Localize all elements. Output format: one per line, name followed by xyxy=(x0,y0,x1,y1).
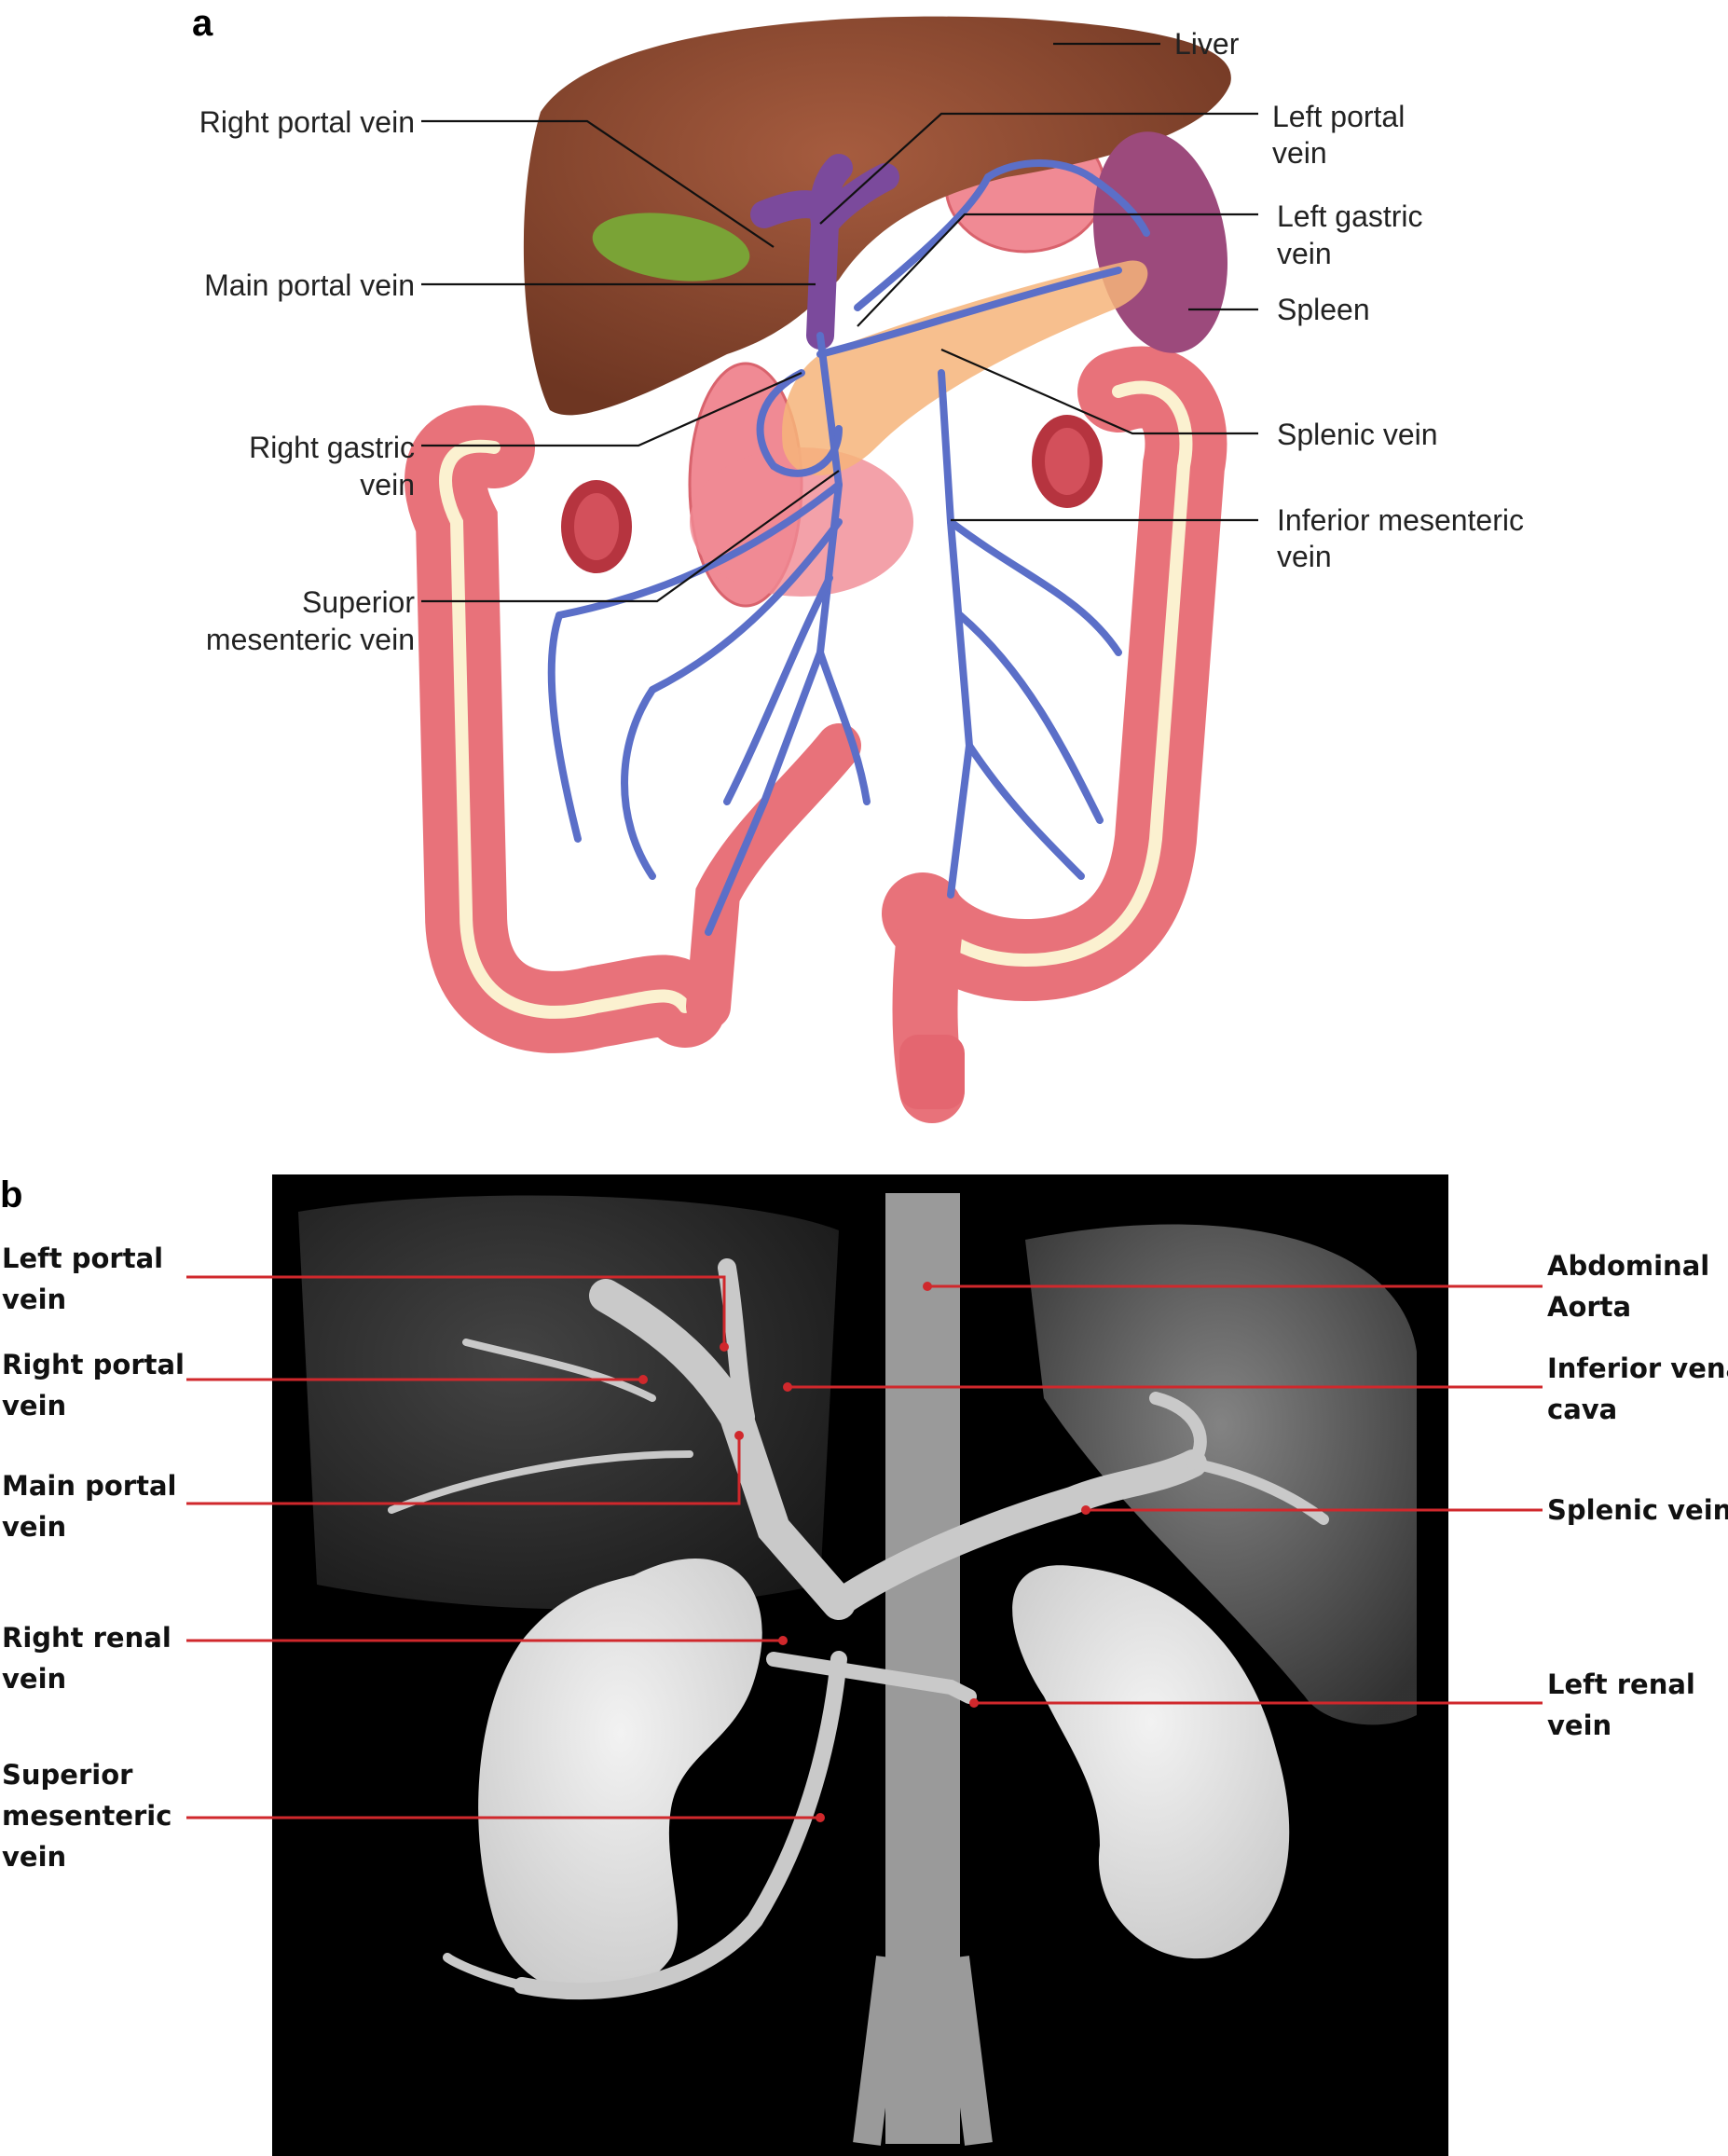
label-liver: Liver xyxy=(1174,27,1240,61)
colon xyxy=(405,346,1227,1123)
label-left-gastric-vein-1: Left gastric xyxy=(1277,199,1423,233)
label-b-main-portal-vein-1: Main portal xyxy=(2,1470,176,1502)
label-b-left-renal-vein-1: Left renal xyxy=(1547,1668,1695,1700)
panel-a-labels: Liver Right portal vein Left portal vein… xyxy=(199,27,1524,656)
label-right-portal-vein: Right portal vein xyxy=(199,105,415,139)
label-b-superior-mesenteric-vein-2: mesenteric xyxy=(2,1800,171,1832)
label-b-inferior-vena-cava-1: Inferior vena xyxy=(1547,1353,1728,1384)
label-left-portal-vein-2: vein xyxy=(1272,136,1327,170)
pancreas xyxy=(782,260,1148,475)
left-kidney xyxy=(1012,1565,1290,1959)
panel-a: a xyxy=(192,3,1524,1123)
label-spleen: Spleen xyxy=(1277,293,1370,326)
label-right-gastric-vein-2: vein xyxy=(360,468,415,501)
label-b-abdominal-aorta-1: Abdominal xyxy=(1547,1250,1709,1282)
right-kidney xyxy=(478,1559,762,1996)
label-b-left-portal-vein-2: vein xyxy=(2,1284,66,1315)
label-b-superior-mesenteric-vein-1: Superior xyxy=(2,1759,133,1791)
panel-b-leaders xyxy=(186,1275,1543,1820)
label-left-portal-vein-1: Left portal xyxy=(1272,100,1405,133)
panel-a-illustration: Liver Right portal vein Left portal vein… xyxy=(199,16,1524,1123)
label-b-main-portal-vein-2: vein xyxy=(2,1511,66,1543)
label-superior-mesenteric-vein-1: Superior xyxy=(302,585,415,619)
label-b-inferior-vena-cava-2: cava xyxy=(1547,1394,1617,1425)
liver xyxy=(523,16,1231,416)
panel-b-letter: b xyxy=(0,1174,22,1215)
label-inferior-mesenteric-vein-2: vein xyxy=(1277,540,1332,573)
label-b-right-portal-vein-2: vein xyxy=(2,1390,66,1421)
panel-a-letter: a xyxy=(192,3,213,44)
panel-b-labels: Left portal vein Right portal vein Main … xyxy=(2,1243,1728,1873)
label-b-right-renal-vein-1: Right renal xyxy=(2,1622,171,1654)
label-inferior-mesenteric-vein-1: Inferior mesenteric xyxy=(1277,503,1524,537)
gallbladder xyxy=(592,213,750,282)
ct-angiogram xyxy=(272,1174,1448,2156)
label-b-left-renal-vein-2: vein xyxy=(1547,1710,1611,1741)
label-left-gastric-vein-2: vein xyxy=(1277,237,1332,270)
label-superior-mesenteric-vein-2: mesenteric vein xyxy=(206,623,415,656)
label-b-right-renal-vein-2: vein xyxy=(2,1663,66,1695)
label-right-gastric-vein-1: Right gastric xyxy=(249,431,415,464)
panel-b-leader-dots xyxy=(638,1282,1090,1822)
label-b-abdominal-aorta-2: Aorta xyxy=(1547,1291,1631,1323)
label-b-left-portal-vein-1: Left portal xyxy=(2,1243,163,1274)
label-b-right-portal-vein-1: Right portal xyxy=(2,1349,185,1380)
label-main-portal-vein: Main portal vein xyxy=(204,268,415,302)
label-splenic-vein: Splenic vein xyxy=(1277,418,1438,451)
panel-a-leaders xyxy=(421,42,1258,603)
label-b-splenic-vein: Splenic vein xyxy=(1547,1494,1728,1526)
portal-vein xyxy=(750,154,899,350)
label-b-superior-mesenteric-vein-3: vein xyxy=(2,1841,66,1873)
spleen xyxy=(1092,131,1228,353)
panel-b: b xyxy=(0,1174,1728,2156)
